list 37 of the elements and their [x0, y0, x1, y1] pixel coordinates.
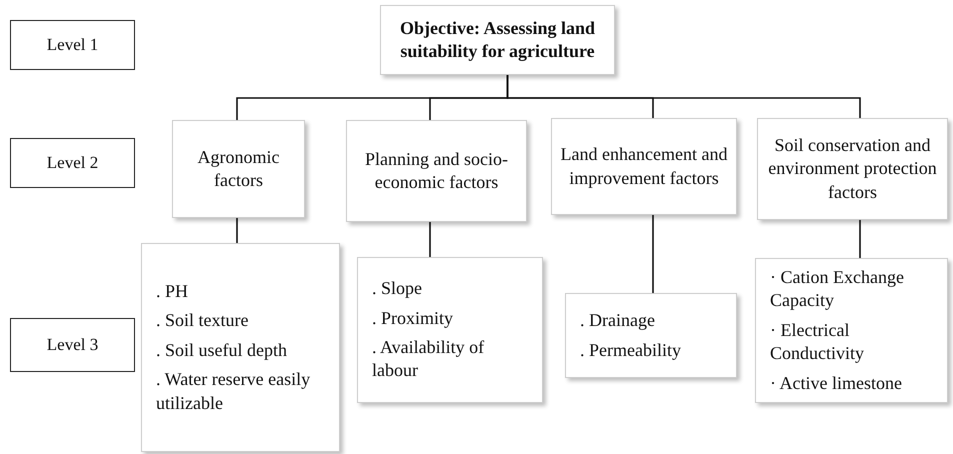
- factor-box: [551, 118, 737, 215]
- box-label: Level 3: [46, 334, 98, 356]
- box-label: Agronomic factors: [196, 146, 280, 192]
- criterion-text: · Electrical Conductivity: [770, 318, 865, 366]
- criterion-text: . Drainage: [580, 309, 656, 332]
- criterion-text: . Water reserve easily utilizable: [156, 368, 312, 415]
- connector-line: [506, 75, 861, 118]
- box-label: Level 2: [46, 152, 98, 174]
- box-label: Soil conservation and environment protection factors: [767, 134, 938, 204]
- criterion-text: . Availability of labour: [372, 336, 486, 382]
- box-label: Objective: Assessing land suitability for agriculture: [398, 16, 596, 63]
- connector-line: [236, 218, 238, 243]
- connector-line: [859, 220, 861, 258]
- factor-box: [757, 118, 948, 220]
- criterion-text: . Proximity: [372, 306, 454, 330]
- criterion-text: . Soil texture: [156, 309, 250, 332]
- connector-line: [429, 222, 431, 257]
- criteria-box: [565, 293, 737, 378]
- box-label: Level 1: [46, 34, 98, 56]
- level-box: [10, 318, 135, 372]
- criterion-text: · Cation Exchange Capacity: [770, 266, 905, 312]
- criterion-text: . Slope: [372, 277, 424, 300]
- factor-box: [172, 120, 305, 218]
- criterion-text: . Permeability: [580, 338, 682, 362]
- connector-line: [652, 215, 654, 293]
- factor-box: [346, 120, 527, 222]
- criteria-box: [357, 257, 543, 403]
- criterion-text: . Soil useful depth: [156, 338, 288, 362]
- criteria-box: [755, 258, 948, 403]
- box-label: Land enhancement and improvement factors: [560, 143, 728, 190]
- level-box: [10, 20, 135, 70]
- level-box: [10, 138, 135, 188]
- criterion-text: . PH: [156, 280, 190, 304]
- criterion-text: · Active limestone: [770, 372, 903, 395]
- box-label: Planning and socio-economic factors: [364, 148, 509, 194]
- criteria-box: [141, 243, 340, 452]
- objective-box: [380, 5, 615, 75]
